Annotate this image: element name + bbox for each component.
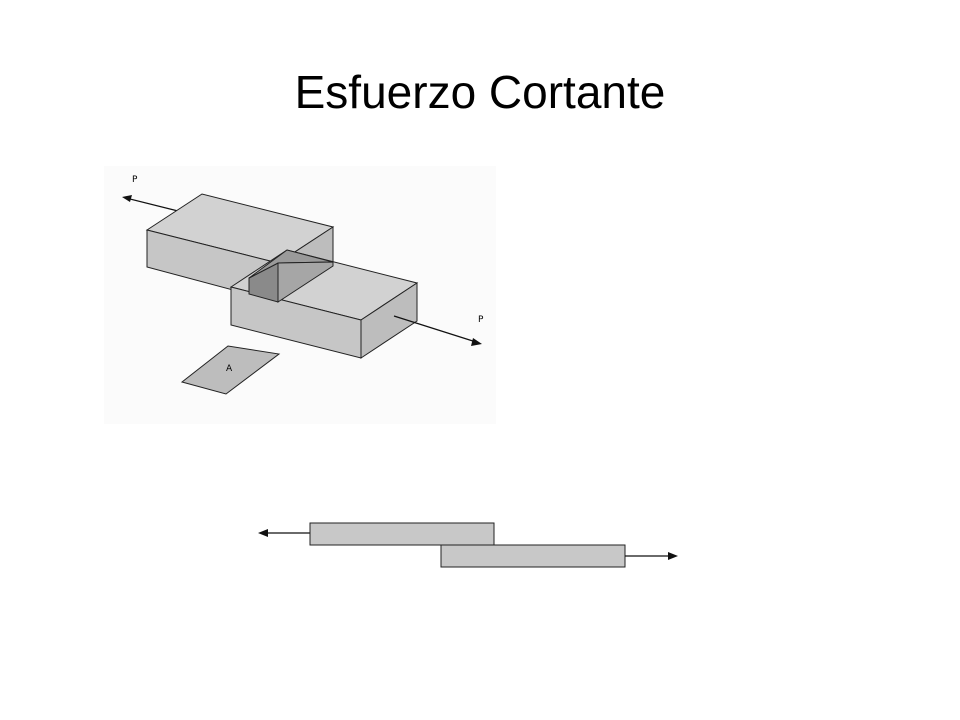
side-left-arrow [258, 529, 310, 537]
force-label-right: P [478, 315, 484, 325]
shear-overlap-region [248, 249, 334, 303]
area-label: A [226, 364, 233, 374]
side-right-arrow [625, 552, 678, 560]
shear-area [180, 345, 281, 395]
shear-side-view-diagram [250, 515, 690, 577]
shear-isometric-diagram: P P [104, 166, 496, 424]
left-force-arrow [122, 195, 183, 213]
force-label-left: P [132, 175, 138, 185]
side-upper-bar [309, 522, 495, 546]
side-lower-bar [440, 544, 626, 568]
right-force-arrow [393, 315, 482, 346]
slide-title: Esfuerzo Cortante [294, 66, 666, 118]
